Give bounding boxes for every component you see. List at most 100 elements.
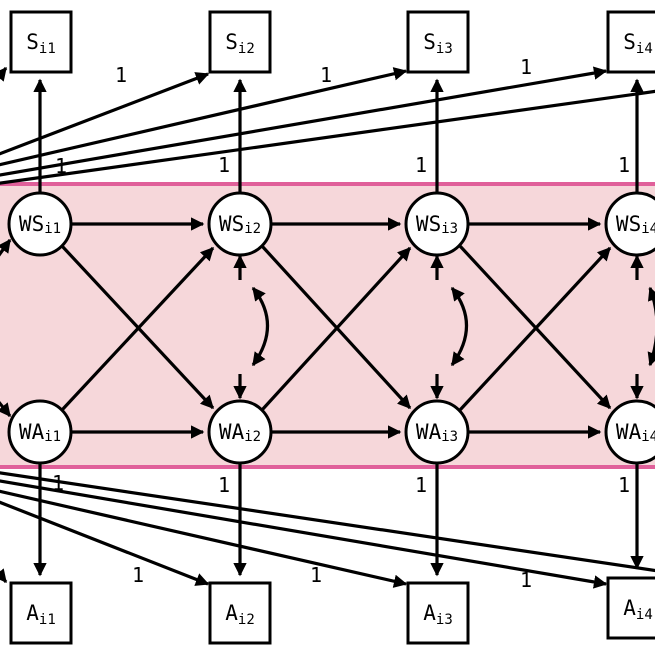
edges-group <box>0 66 655 589</box>
covariance-t2 <box>251 286 270 367</box>
edge-factor-s3 <box>0 67 408 167</box>
edge-factor-s4-offscreen <box>0 89 655 185</box>
svg-text:WAi3: WAi3 <box>416 420 458 445</box>
node-wa-i1: WAi1 <box>7 399 73 465</box>
node-a-i2-sub: i2 <box>238 612 255 628</box>
node-s-i3: Si3 <box>406 10 470 74</box>
node-ws-i3: WSi3 <box>404 191 470 257</box>
node-s-i3-main: S <box>423 30 436 54</box>
node-s-i1-sub: i1 <box>39 41 56 57</box>
weight-top-vertical-4: 1 <box>618 153 630 177</box>
svg-text:Si2: Si2 <box>225 30 255 57</box>
node-a-i1-sub: i1 <box>39 612 56 628</box>
svg-text:Ai3: Ai3 <box>423 601 453 628</box>
observed-a-row: Ai1 Ai2 Ai3 Ai4 <box>9 576 655 645</box>
node-ws-i1-main: WS <box>19 212 44 236</box>
svg-text:WSi4: WSi4 <box>616 212 655 237</box>
node-ws-i2-sub: i2 <box>244 221 261 237</box>
edge-left-a1 <box>0 568 8 584</box>
svg-text:Ai1: Ai1 <box>26 601 56 628</box>
node-ws-i3-sub: i3 <box>441 221 458 237</box>
node-a-i1: Ai1 <box>9 581 73 645</box>
node-wa-i4: WAi4 <box>604 399 655 465</box>
node-ws-i1-sub: i1 <box>44 221 61 237</box>
weight-bottom-diagonal-2: 1 <box>132 563 144 587</box>
edge-factor-s2 <box>0 72 210 156</box>
weight-top-diagonal-4: 1 <box>520 55 532 79</box>
node-s-i1-main: S <box>26 30 39 54</box>
observed-s-row: Si1 Si2 Si3 Si4 <box>9 10 655 74</box>
edge-factor-a3 <box>0 489 408 588</box>
edge-factor-a4 <box>0 479 608 589</box>
within-person-band <box>0 182 655 469</box>
node-wa-i2-sub: i2 <box>244 429 261 445</box>
node-a-i4-main: A <box>623 596 636 620</box>
weight-bottom-diagonal-3: 1 <box>310 563 322 587</box>
node-wa-i3-sub: i3 <box>441 429 458 445</box>
latent-wa-row: WAi1 WAi2 WAi3 WAi4 <box>7 399 655 465</box>
node-ws-i2: WSi2 <box>207 191 273 257</box>
edge-factor-a2 <box>0 500 210 586</box>
node-wa-i2: WAi2 <box>207 399 273 465</box>
weight-top-vertical-1: 1 <box>55 154 67 178</box>
edge-left-wa1 <box>0 400 12 418</box>
svg-text:WSi1: WSi1 <box>19 212 61 237</box>
node-a-i3-sub: i3 <box>436 612 453 628</box>
node-s-i4-sub: i4 <box>636 41 653 57</box>
node-wa-i3: WAi3 <box>404 399 470 465</box>
node-wa-i4-main: WA <box>616 420 642 444</box>
svg-text:WAi1: WAi1 <box>19 420 61 445</box>
weight-bottom-vertical-3: 1 <box>415 473 427 497</box>
edge-left-s1 <box>0 66 8 82</box>
node-s-i3-sub: i3 <box>436 41 453 57</box>
node-a-i4: Ai4 <box>606 576 655 640</box>
node-ws-i4-sub: i4 <box>641 221 655 237</box>
edge-left-ws1 <box>0 238 12 257</box>
edge-wa2-ws3 <box>260 246 412 412</box>
edge-factor-a4-offscreen <box>0 471 655 573</box>
svg-text:WSi2: WSi2 <box>219 212 261 237</box>
svg-text:WAi4: WAi4 <box>616 420 655 445</box>
node-a-i1-main: A <box>26 601 39 625</box>
svg-text:WSi3: WSi3 <box>416 212 458 237</box>
node-wa-i3-main: WA <box>416 420 442 444</box>
edge-wa3-ws4 <box>458 246 612 412</box>
node-a-i4-sub: i4 <box>636 607 653 623</box>
svg-text:Si1: Si1 <box>26 30 56 57</box>
node-ws-i4: WSi4 <box>604 191 655 257</box>
weight-bottom-vertical-1: 1 <box>52 471 64 495</box>
node-ws-i2-main: WS <box>219 212 244 236</box>
node-a-i2-main: A <box>225 601 238 625</box>
node-s-i1: Si1 <box>9 10 73 74</box>
covariance-t4 <box>647 286 655 367</box>
svg-text:Si4: Si4 <box>623 30 653 57</box>
node-s-i2: Si2 <box>208 10 272 74</box>
node-a-i2: Ai2 <box>208 581 272 645</box>
node-ws-i4-main: WS <box>616 212 641 236</box>
node-s-i2-sub: i2 <box>238 41 255 57</box>
node-wa-i1-sub: i1 <box>44 429 61 445</box>
node-wa-i2-main: WA <box>219 420 245 444</box>
svg-text:Ai2: Ai2 <box>225 601 255 628</box>
node-s-i4-main: S <box>623 30 636 54</box>
weight-top-diagonal-3: 1 <box>320 63 332 87</box>
node-wa-i4-sub: i4 <box>641 429 655 445</box>
weight-bottom-vertical-4: 1 <box>618 473 630 497</box>
svg-text:Ai4: Ai4 <box>623 596 653 623</box>
weight-bottom-vertical-2: 1 <box>218 473 230 497</box>
node-ws-i3-main: WS <box>416 212 441 236</box>
edge-factor-s4 <box>0 66 608 177</box>
node-wa-i1-main: WA <box>19 420 45 444</box>
node-s-i2-main: S <box>225 30 238 54</box>
weight-top-vertical-2: 1 <box>218 153 230 177</box>
covariance-t3 <box>450 286 469 367</box>
svg-text:WAi2: WAi2 <box>219 420 261 445</box>
latent-ws-row: WSi1 WSi2 WSi3 WSi4 <box>7 191 655 257</box>
node-a-i3: Ai3 <box>406 581 470 645</box>
weight-labels: 1 1 1 1 1 1 1 1 1 1 1 1 1 1 <box>52 55 630 592</box>
weight-top-diagonal-2: 1 <box>115 63 127 87</box>
node-a-i3-main: A <box>423 601 436 625</box>
weight-bottom-diagonal-4: 1 <box>520 568 532 592</box>
weight-top-vertical-3: 1 <box>415 153 427 177</box>
edge-wa1-ws2 <box>60 246 215 412</box>
